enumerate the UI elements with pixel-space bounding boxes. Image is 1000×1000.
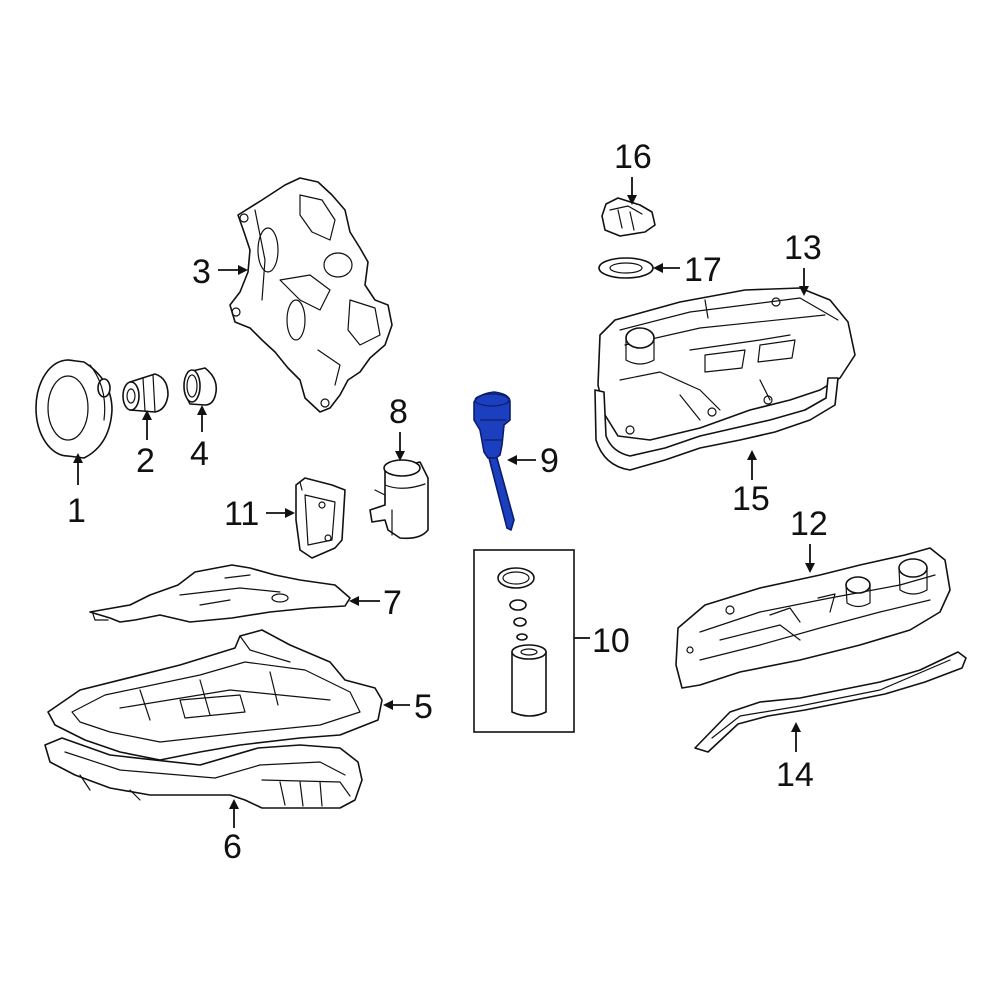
leader-3 xyxy=(218,265,248,275)
valve-cover-part[interactable] xyxy=(597,287,856,441)
leader-16 xyxy=(627,177,637,205)
seal-part[interactable] xyxy=(183,367,218,406)
filter-housing-part[interactable] xyxy=(369,459,429,540)
callout-5: 5 xyxy=(414,688,433,726)
leader-12 xyxy=(805,544,815,573)
right-gasket-part[interactable] xyxy=(694,651,967,753)
callout-15: 15 xyxy=(732,480,770,518)
dipstick-part[interactable] xyxy=(473,391,515,531)
leader-4 xyxy=(197,405,207,432)
valve-cover-gasket-part[interactable] xyxy=(594,377,839,471)
callout-3: 3 xyxy=(192,253,211,291)
leader-7 xyxy=(349,596,380,606)
callout-17: 17 xyxy=(684,251,722,289)
callout-9: 9 xyxy=(540,442,559,480)
leader-9 xyxy=(507,455,536,465)
leader-2 xyxy=(142,410,152,440)
leader-6 xyxy=(229,799,239,828)
callout-4: 4 xyxy=(190,435,209,473)
leader-1 xyxy=(73,453,83,485)
callout-12: 12 xyxy=(790,505,828,543)
leader-11 xyxy=(266,508,295,518)
pulley-part[interactable] xyxy=(35,359,113,459)
leader-5 xyxy=(383,700,410,710)
callout-11: 11 xyxy=(224,495,259,533)
filter-kit-part[interactable] xyxy=(473,549,575,733)
callout-10: 10 xyxy=(592,622,630,660)
callout-8: 8 xyxy=(389,393,408,431)
leader-14 xyxy=(791,722,801,752)
callout-13: 13 xyxy=(784,229,822,267)
filler-cap-part[interactable] xyxy=(601,197,656,237)
callout-7: 7 xyxy=(383,584,402,622)
baffle-plate-part[interactable] xyxy=(89,564,351,623)
callout-16: 16 xyxy=(614,138,652,176)
callout-1: 1 xyxy=(67,492,86,530)
lower-oil-pan-part[interactable] xyxy=(44,737,363,809)
callout-14: 14 xyxy=(776,756,814,794)
o-ring-part[interactable] xyxy=(598,257,654,279)
callout-2: 2 xyxy=(136,442,155,480)
timing-cover-part[interactable] xyxy=(229,177,393,413)
leader-15 xyxy=(747,450,757,480)
bushing-part[interactable] xyxy=(122,373,169,413)
leader-17 xyxy=(653,263,680,273)
leader-13 xyxy=(799,268,809,296)
right-valve-cover-part[interactable] xyxy=(675,547,951,689)
leader-8 xyxy=(395,432,405,461)
callout-6: 6 xyxy=(223,828,242,866)
upper-oil-pan-part[interactable] xyxy=(47,629,383,761)
bracket-part[interactable] xyxy=(295,477,346,559)
